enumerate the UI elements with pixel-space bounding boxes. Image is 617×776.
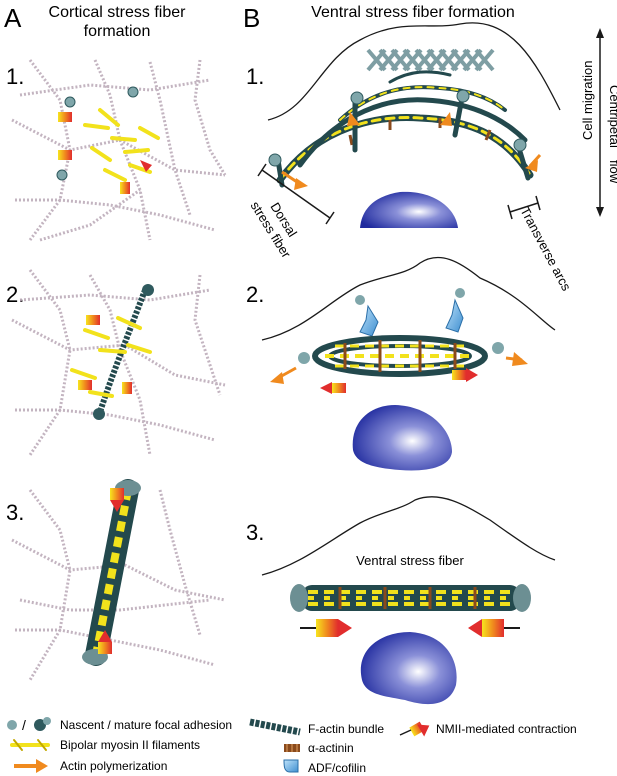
b1-actinin-links (348, 118, 492, 146)
b1-cell-outline (267, 22, 561, 121)
legend-actinin-icon (284, 744, 300, 752)
a1-adhesions (56, 86, 139, 181)
ventral-label: Ventral stress fiber (356, 553, 464, 568)
axis-centripetal: Centripetal (607, 85, 617, 148)
panel-a-step-3: 3. (6, 500, 24, 525)
b1-adhesions (268, 89, 527, 167)
b1-lamellipodial-mesh (366, 48, 495, 72)
axis-flow: flow (607, 160, 617, 184)
a1-contraction-markers (58, 112, 152, 194)
panel-a-title-line2: formation (84, 23, 151, 40)
dorsal-bracket (257, 163, 335, 225)
a1-myosin-filaments (83, 108, 160, 182)
legend-cofilin-label: ADF/cofilin (308, 761, 366, 775)
transverse-bracket (507, 195, 541, 220)
b1-transverse-arcs (276, 70, 534, 184)
legend-polymerization-icon (14, 759, 48, 773)
b2-adhesions (298, 342, 504, 364)
legend-actinin-label: α-actinin (308, 741, 354, 755)
a1-actin-mesh (11, 59, 227, 242)
migration-axis (596, 28, 604, 217)
b3-actinin-links (338, 587, 477, 609)
legend-factin-label: F-actin bundle (308, 722, 384, 736)
b2-fiber (312, 335, 488, 377)
b2-polymerization-arrows (270, 352, 528, 384)
legend-adhesion-sep: / (22, 717, 26, 733)
a3-stress-fiber (82, 479, 141, 666)
legend-myosin-label: Bipolar myosin II filaments (60, 738, 200, 752)
a2-forming-fiber (93, 284, 154, 420)
legend-contraction-label: NMII-mediated contraction (436, 722, 577, 736)
b2-contraction-markers (320, 368, 478, 394)
axis-cell-migration: Cell migration (580, 61, 595, 140)
legend-cofilin-icon (283, 759, 299, 773)
b1-nucleus (360, 191, 458, 228)
b2-actinin-links (343, 340, 457, 372)
legend-adhesion-label: Nascent / mature focal adhesion (60, 718, 232, 732)
legend-contraction-icon (399, 721, 430, 737)
b2-cell-outline (261, 256, 556, 341)
legend-adhesion-icon (7, 717, 51, 731)
b3-nucleus (360, 632, 457, 705)
panel-b-step-3: 3. (246, 520, 264, 545)
legend: / Nascent / mature focal adhesion Bipola… (7, 717, 577, 775)
b1-polymerization-arrows (281, 112, 542, 190)
b3-ventral-fiber (290, 584, 531, 612)
b2-cofilin (355, 288, 465, 337)
panel-b-step-1: 1. (246, 64, 264, 89)
legend-factin-icon (249, 718, 301, 736)
panel-b-letter: B (243, 3, 260, 33)
panel-b-title: Ventral stress fiber formation (311, 4, 515, 21)
b3-contraction-markers (300, 619, 520, 637)
panel-a-step-1: 1. (6, 64, 24, 89)
legend-myosin-icon (10, 739, 50, 751)
legend-polymerization-label: Actin polymerization (60, 759, 167, 773)
panel-b-step-2: 2. (246, 282, 264, 307)
a2-myosin-filaments (70, 316, 152, 398)
b2-nucleus (352, 405, 452, 471)
a3-contraction-markers (98, 488, 124, 654)
b3-cell-outline (261, 496, 556, 576)
a2-contraction-markers (78, 315, 132, 394)
a3-actin-mesh (11, 489, 226, 681)
transverse-label: Transverse arcs (517, 204, 574, 293)
panel-a-step-2: 2. (6, 282, 24, 307)
panel-a-title-line1: Cortical stress fiber (49, 4, 187, 21)
panel-a-letter: A (4, 3, 22, 33)
